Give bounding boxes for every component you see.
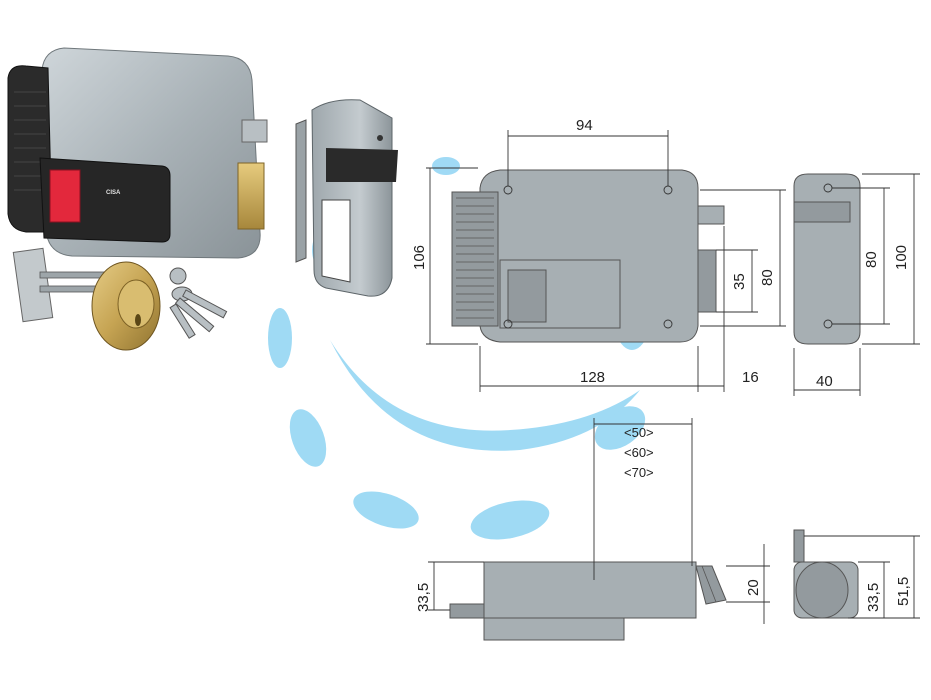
side-elevation-drawing: <50> <60> <70> 33,5 20 — [415, 418, 770, 641]
lock-body-photo: CISA — [7, 47, 268, 259]
dim-backset-50: <50> — [624, 425, 654, 440]
keeper-elevation-drawing: 80 100 40 — [793, 173, 920, 396]
dim-bolt-height: 35 — [731, 273, 748, 290]
cylinder-keys-photo — [12, 247, 228, 351]
dim-height-left: 106 — [411, 245, 428, 270]
keeper-photo — [295, 99, 398, 297]
dim-bolt-throw: 16 — [742, 369, 759, 386]
brand-logo-text: CISA — [106, 190, 121, 196]
dim-case-length: 128 — [580, 369, 605, 386]
dim-keeper-holes: 80 — [863, 251, 880, 268]
dim-backset-60: <60> — [624, 445, 654, 460]
dim-side-depth: 33,5 — [415, 583, 432, 612]
end-elevation-drawing: 33,5 51,5 — [793, 529, 920, 619]
dim-keeper-height: 100 — [893, 245, 910, 270]
front-elevation-drawing: 94 106 35 80 128 16 — [411, 117, 786, 392]
dim-backset-70: <70> — [624, 465, 654, 480]
dim-end-depth: 33,5 — [865, 583, 882, 612]
dim-top-width: 94 — [576, 117, 593, 134]
keys-icon — [169, 267, 228, 339]
dim-end-total: 51,5 — [895, 577, 912, 606]
dim-latch-depth: 20 — [745, 579, 762, 596]
dim-keeper-width: 40 — [816, 373, 833, 390]
dim-bolt-span: 80 — [759, 269, 776, 286]
